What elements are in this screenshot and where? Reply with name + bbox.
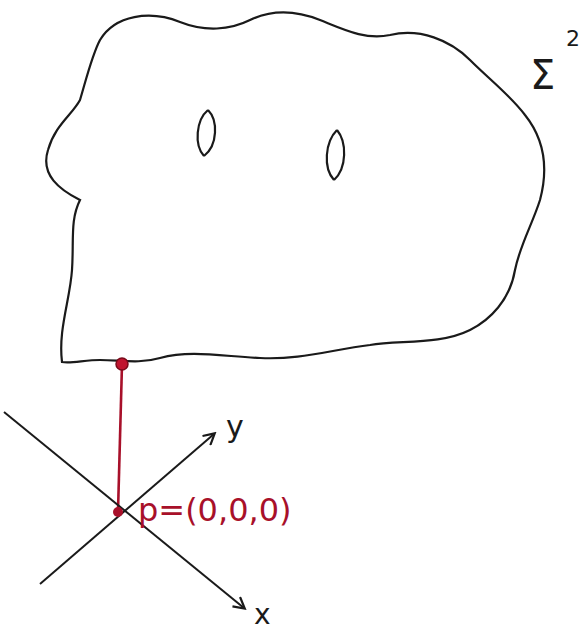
handle-curve bbox=[198, 110, 215, 156]
surface-outline bbox=[46, 12, 544, 362]
handle-curve bbox=[327, 130, 344, 180]
axis-label: y bbox=[226, 412, 244, 442]
surface-name: Σ bbox=[530, 55, 555, 95]
normal-segment bbox=[118, 364, 122, 512]
dimension-superscript: 2 bbox=[566, 28, 580, 50]
origin-point bbox=[113, 507, 123, 517]
surface-point bbox=[116, 358, 128, 370]
axis-label: x bbox=[254, 601, 271, 629]
point-label: p=(0,0,0) bbox=[138, 494, 292, 526]
